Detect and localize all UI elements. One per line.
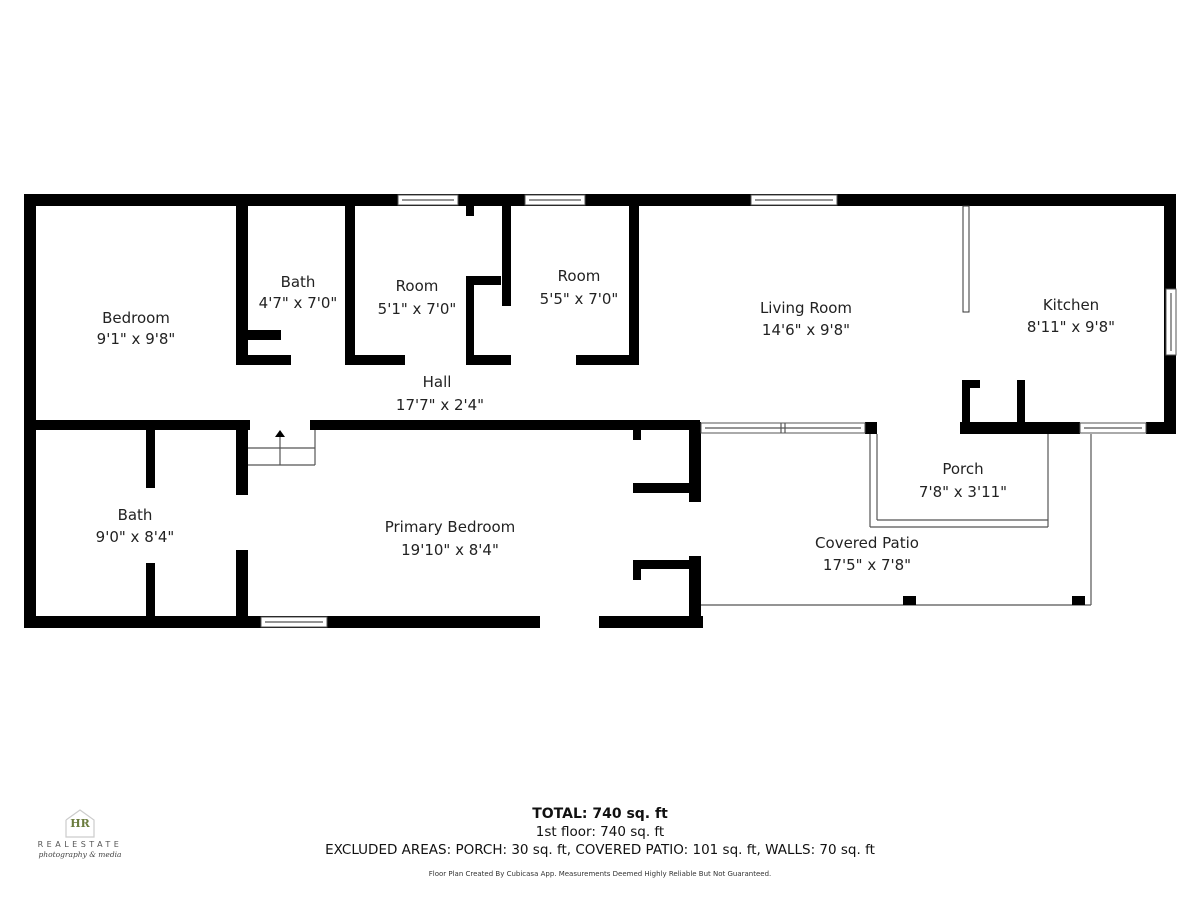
floor-area: 1st floor: 740 sq. ft xyxy=(535,824,665,840)
logo-name: REALESTATE xyxy=(37,840,123,849)
exterior-walls xyxy=(24,194,1176,628)
room-bedroom: Bedroom 9'1" x 9'8" xyxy=(97,309,176,348)
svg-text:9'0" x 8'4": 9'0" x 8'4" xyxy=(96,528,175,546)
interior-walls xyxy=(24,205,1025,628)
excluded-areas: EXCLUDED AREAS: PORCH: 30 sq. ft, COVERE… xyxy=(325,842,875,858)
room-hall: Hall 17'7" x 2'4" xyxy=(396,373,484,414)
svg-text:Primary Bedroom: Primary Bedroom xyxy=(385,518,516,536)
stairs xyxy=(248,430,316,466)
room-primary-bedroom: Primary Bedroom 19'10" x 8'4" xyxy=(385,518,516,559)
room-bath-upper: Bath 4'7" x 7'0" xyxy=(259,273,338,312)
svg-text:Hall: Hall xyxy=(423,373,452,391)
room-kitchen: Kitchen 8'11" x 9'8" xyxy=(1027,296,1115,336)
svg-text:Covered Patio: Covered Patio xyxy=(815,534,919,552)
room-bath-lower: Bath 9'0" x 8'4" xyxy=(96,506,175,546)
svg-text:17'7" x 2'4": 17'7" x 2'4" xyxy=(396,396,484,414)
svg-text:Bath: Bath xyxy=(118,506,153,524)
svg-text:5'5" x 7'0": 5'5" x 7'0" xyxy=(540,290,619,308)
svg-text:8'11" x 9'8": 8'11" x 9'8" xyxy=(1027,318,1115,336)
svg-text:Bath: Bath xyxy=(281,273,316,291)
house-icon: HR xyxy=(64,808,96,838)
total-area: TOTAL: 740 sq. ft xyxy=(532,806,668,822)
svg-text:Bedroom: Bedroom xyxy=(102,309,170,327)
svg-text:4'7" x 7'0": 4'7" x 7'0" xyxy=(259,294,338,312)
porch-outline xyxy=(869,434,1049,528)
svg-text:17'5" x 7'8": 17'5" x 7'8" xyxy=(823,556,911,574)
room-room-2: Room 5'5" x 7'0" xyxy=(540,267,619,308)
svg-text:9'1" x 9'8": 9'1" x 9'8" xyxy=(97,330,176,348)
room-covered-patio: Covered Patio 17'5" x 7'8" xyxy=(815,534,919,574)
svg-text:Kitchen: Kitchen xyxy=(1043,296,1099,314)
svg-text:5'1" x 7'0": 5'1" x 7'0" xyxy=(378,300,457,318)
svg-text:Porch: Porch xyxy=(942,460,983,478)
room-living-room: Living Room 14'6" x 9'8" xyxy=(760,299,852,339)
room-porch: Porch 7'8" x 3'11" xyxy=(919,460,1007,501)
logo-tagline: photography & media xyxy=(38,850,122,859)
room-room-1: Room 5'1" x 7'0" xyxy=(378,277,457,318)
svg-text:14'6" x 9'8": 14'6" x 9'8" xyxy=(762,321,850,339)
svg-text:Living Room: Living Room xyxy=(760,299,852,317)
disclaimer: Floor Plan Created By Cubicasa App. Meas… xyxy=(428,870,772,878)
svg-text:Room: Room xyxy=(558,267,601,285)
svg-text:19'10" x 8'4": 19'10" x 8'4" xyxy=(401,541,499,559)
patio-outline xyxy=(701,434,1092,606)
windows xyxy=(260,194,1177,628)
logo-monogram: HR xyxy=(70,817,90,830)
brand-logo: HR REALESTATE photography & media xyxy=(30,808,130,859)
svg-text:Room: Room xyxy=(396,277,439,295)
svg-text:7'8" x 3'11": 7'8" x 3'11" xyxy=(919,483,1007,501)
